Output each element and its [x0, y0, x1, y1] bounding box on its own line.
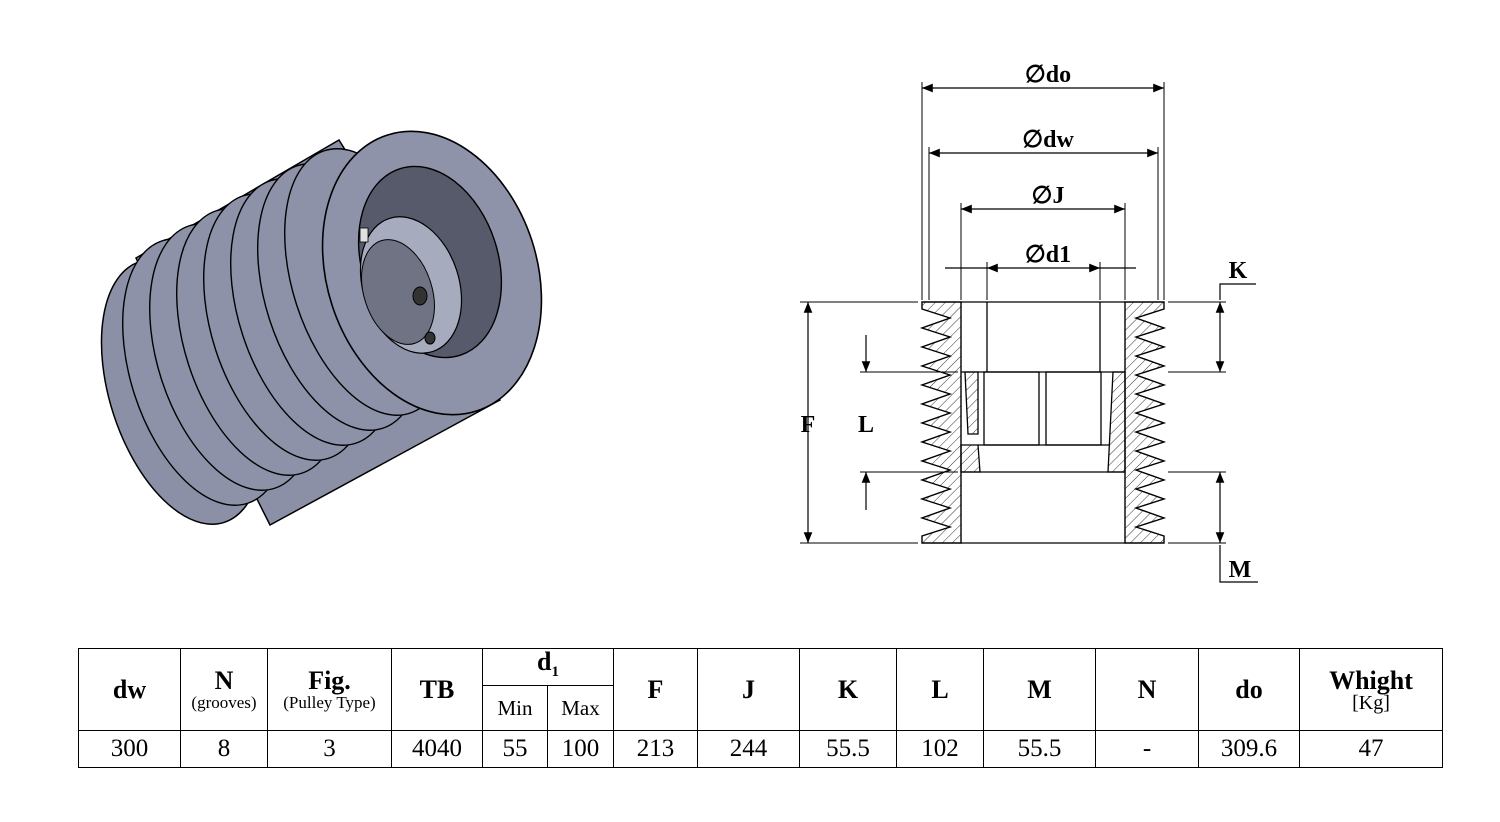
dim-label-K: K — [1229, 258, 1248, 284]
section-view: ∅do ∅dw ∅J ∅d1 K F L M — [800, 62, 1258, 583]
cell-N2: - — [1095, 730, 1199, 769]
bush-slot — [359, 227, 369, 243]
header-d1-min: Min — [482, 685, 548, 732]
right-wall-section — [1124, 301, 1167, 544]
leader-K — [1219, 283, 1256, 300]
header-d1-sub: 1 — [551, 664, 559, 681]
cell-do: 309.6 — [1198, 730, 1300, 769]
left-wall-section — [919, 301, 962, 544]
header-d1-label: d — [537, 647, 552, 676]
cell-d1-min: 55 — [482, 730, 548, 769]
cell-J: 244 — [697, 730, 800, 769]
cell-TB: 4040 — [391, 730, 483, 769]
bush-screw-2 — [424, 331, 436, 345]
pulley-3d-illustration — [100, 130, 543, 527]
leader-M — [1219, 545, 1258, 583]
dim-label-L: L — [858, 412, 874, 438]
header-N2: N — [1095, 647, 1199, 732]
header-F: F — [613, 647, 698, 732]
header-weight: Whight[Kg] — [1299, 647, 1443, 732]
cell-fig: 3 — [267, 730, 392, 769]
dim-label-dw: ∅dw — [1022, 127, 1074, 153]
dim-label-do: ∅do — [1025, 62, 1071, 88]
header-K: K — [799, 647, 897, 732]
header-fig: Fig.(Pulley Type) — [267, 647, 392, 732]
technical-drawing: ∅do ∅dw ∅J ∅d1 K F L M — [100, 62, 1258, 583]
bush-screw — [412, 286, 428, 306]
dim-label-d1: ∅d1 — [1025, 242, 1071, 268]
table-row: 300 8 3 4040 55 100 213 244 55.5 102 55.… — [78, 730, 1443, 769]
cell-M: 55.5 — [983, 730, 1096, 769]
cell-N: 8 — [180, 730, 268, 769]
cell-d1-max: 100 — [547, 730, 614, 769]
header-J: J — [697, 647, 800, 732]
specification-table: dw N(grooves) Fig.(Pulley Type) TB d1 F … — [78, 647, 1443, 769]
header-dw: dw — [78, 647, 181, 732]
header-TB: TB — [391, 647, 483, 732]
header-d1: d1 — [482, 647, 614, 687]
header-M: M — [983, 647, 1096, 732]
header-d1-max: Max — [547, 685, 614, 732]
header-weight-sub: [Kg] — [1352, 691, 1390, 714]
dim-label-F: F — [801, 412, 816, 438]
header-weight-label: Whight — [1329, 665, 1413, 695]
dim-label-J: ∅J — [1032, 183, 1065, 209]
header-N-sub: (grooves) — [191, 692, 257, 712]
header-N-label: N — [214, 665, 234, 695]
cell-weight: 47 — [1299, 730, 1443, 769]
cell-K: 55.5 — [799, 730, 897, 769]
cell-L: 102 — [896, 730, 984, 769]
header-L: L — [896, 647, 984, 732]
dim-label-M: M — [1229, 557, 1252, 583]
cell-F: 213 — [613, 730, 698, 769]
header-fig-sub: (Pulley Type) — [283, 692, 376, 712]
header-fig-label: Fig. — [308, 665, 351, 695]
cell-dw: 300 — [78, 730, 181, 769]
header-N: N(grooves) — [180, 647, 268, 732]
header-do: do — [1198, 647, 1300, 732]
taper-bush — [361, 239, 435, 345]
